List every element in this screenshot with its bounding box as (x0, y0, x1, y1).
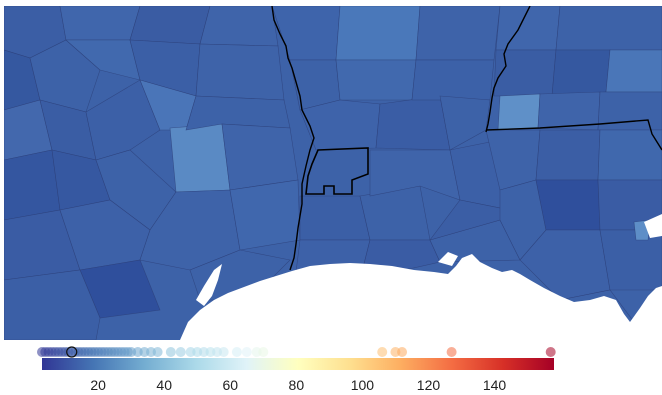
county[interactable] (199, 6, 279, 47)
choropleth-map (4, 6, 662, 340)
county[interactable] (85, 79, 161, 161)
county[interactable] (4, 149, 61, 221)
county-layer (4, 6, 662, 340)
colorbar-tick-label: 120 (417, 377, 441, 393)
bay-inlet (438, 252, 458, 266)
county[interactable] (29, 39, 101, 113)
county[interactable] (369, 149, 461, 201)
county[interactable] (597, 91, 662, 131)
legend-point-strip (37, 346, 556, 358)
county[interactable] (605, 49, 662, 93)
legend-point[interactable] (152, 347, 163, 357)
gulf-water (180, 254, 662, 340)
colorbar-tick-label: 140 (483, 377, 507, 393)
river-border-east (485, 6, 531, 133)
county[interactable] (375, 95, 451, 151)
county[interactable] (495, 6, 561, 51)
county[interactable] (299, 195, 371, 241)
legend-point[interactable] (175, 347, 186, 357)
legend-point[interactable] (446, 347, 457, 357)
legend-point[interactable] (545, 347, 556, 357)
county[interactable] (535, 129, 601, 181)
state-borders (271, 6, 662, 271)
legend-point[interactable] (231, 347, 242, 357)
county[interactable] (335, 59, 417, 101)
county[interactable] (129, 6, 211, 45)
county[interactable] (59, 6, 141, 41)
legend-point[interactable] (397, 347, 408, 357)
county[interactable] (555, 6, 662, 51)
county[interactable] (229, 179, 301, 251)
county[interactable] (221, 123, 299, 191)
legend-selected-point[interactable] (66, 346, 78, 358)
colorbar-tick-label: 40 (156, 377, 172, 393)
bay-inlet (196, 264, 222, 306)
county[interactable] (497, 93, 541, 131)
legend: 20 40 60 80 100 120 140 (37, 346, 556, 393)
county[interactable] (599, 229, 662, 291)
colorbar-tick-label: 20 (90, 377, 106, 393)
legend-point[interactable] (241, 347, 252, 357)
legend-point[interactable] (218, 347, 229, 357)
state-line-horizontal (485, 119, 662, 151)
county[interactable] (169, 123, 231, 193)
colorbar-tick-label: 80 (289, 377, 305, 393)
county[interactable] (551, 49, 611, 97)
river-border-west (271, 6, 315, 271)
colorbar-ticks: 20 40 60 80 100 120 140 (90, 377, 506, 393)
colorbar-tick-label: 100 (351, 377, 375, 393)
county[interactable] (597, 179, 662, 231)
colorbar (42, 358, 554, 370)
county[interactable] (597, 129, 662, 181)
county[interactable] (411, 59, 495, 101)
county[interactable] (335, 6, 421, 61)
legend-point[interactable] (258, 347, 269, 357)
highlighted-region[interactable] (305, 147, 369, 195)
county[interactable] (4, 269, 101, 340)
county[interactable] (415, 6, 501, 61)
colorbar-tick-label: 60 (222, 377, 238, 393)
county[interactable] (195, 43, 285, 101)
legend-point[interactable] (377, 347, 388, 357)
bay-inlet (644, 214, 662, 238)
county[interactable] (493, 49, 557, 97)
county[interactable] (535, 179, 601, 231)
legend-point[interactable] (165, 347, 176, 357)
